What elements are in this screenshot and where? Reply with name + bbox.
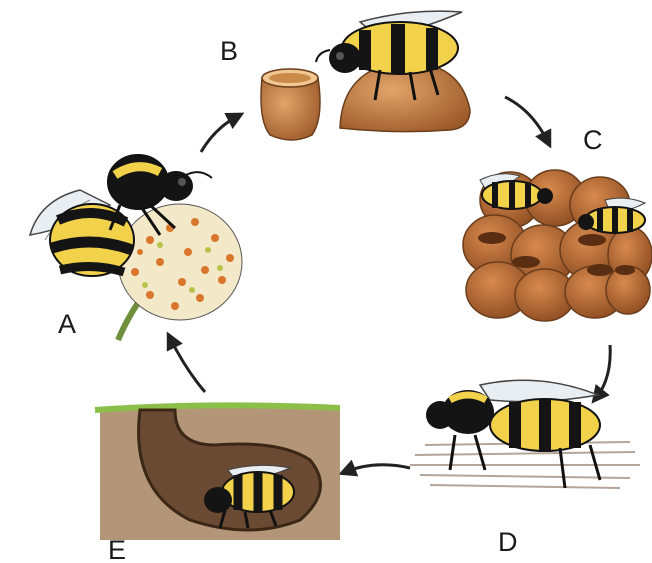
arrow-a-to-b (201, 116, 238, 152)
stage-c-brood-cells (463, 170, 652, 321)
stage-label-a: A (58, 311, 76, 338)
stage-b-queen-honey-pot (261, 11, 470, 140)
stage-d-queen-on-ground (410, 380, 640, 488)
bee-d (426, 380, 600, 488)
arrow-c-to-d (596, 345, 610, 398)
stage-e-hibernation-burrow (95, 405, 340, 540)
arrow-e-to-a (170, 338, 205, 392)
bee-a-head (159, 171, 193, 201)
arrow-b-to-c (505, 97, 548, 142)
arrow-d-to-e (345, 465, 410, 472)
bee-d-head (426, 401, 454, 429)
stage-label-d: D (498, 529, 518, 556)
bee-b-head (329, 43, 361, 73)
stage-label-b: B (220, 38, 238, 65)
stage-label-e: E (108, 537, 126, 563)
flower-cluster (118, 204, 242, 320)
stage-label-c: C (583, 127, 603, 154)
